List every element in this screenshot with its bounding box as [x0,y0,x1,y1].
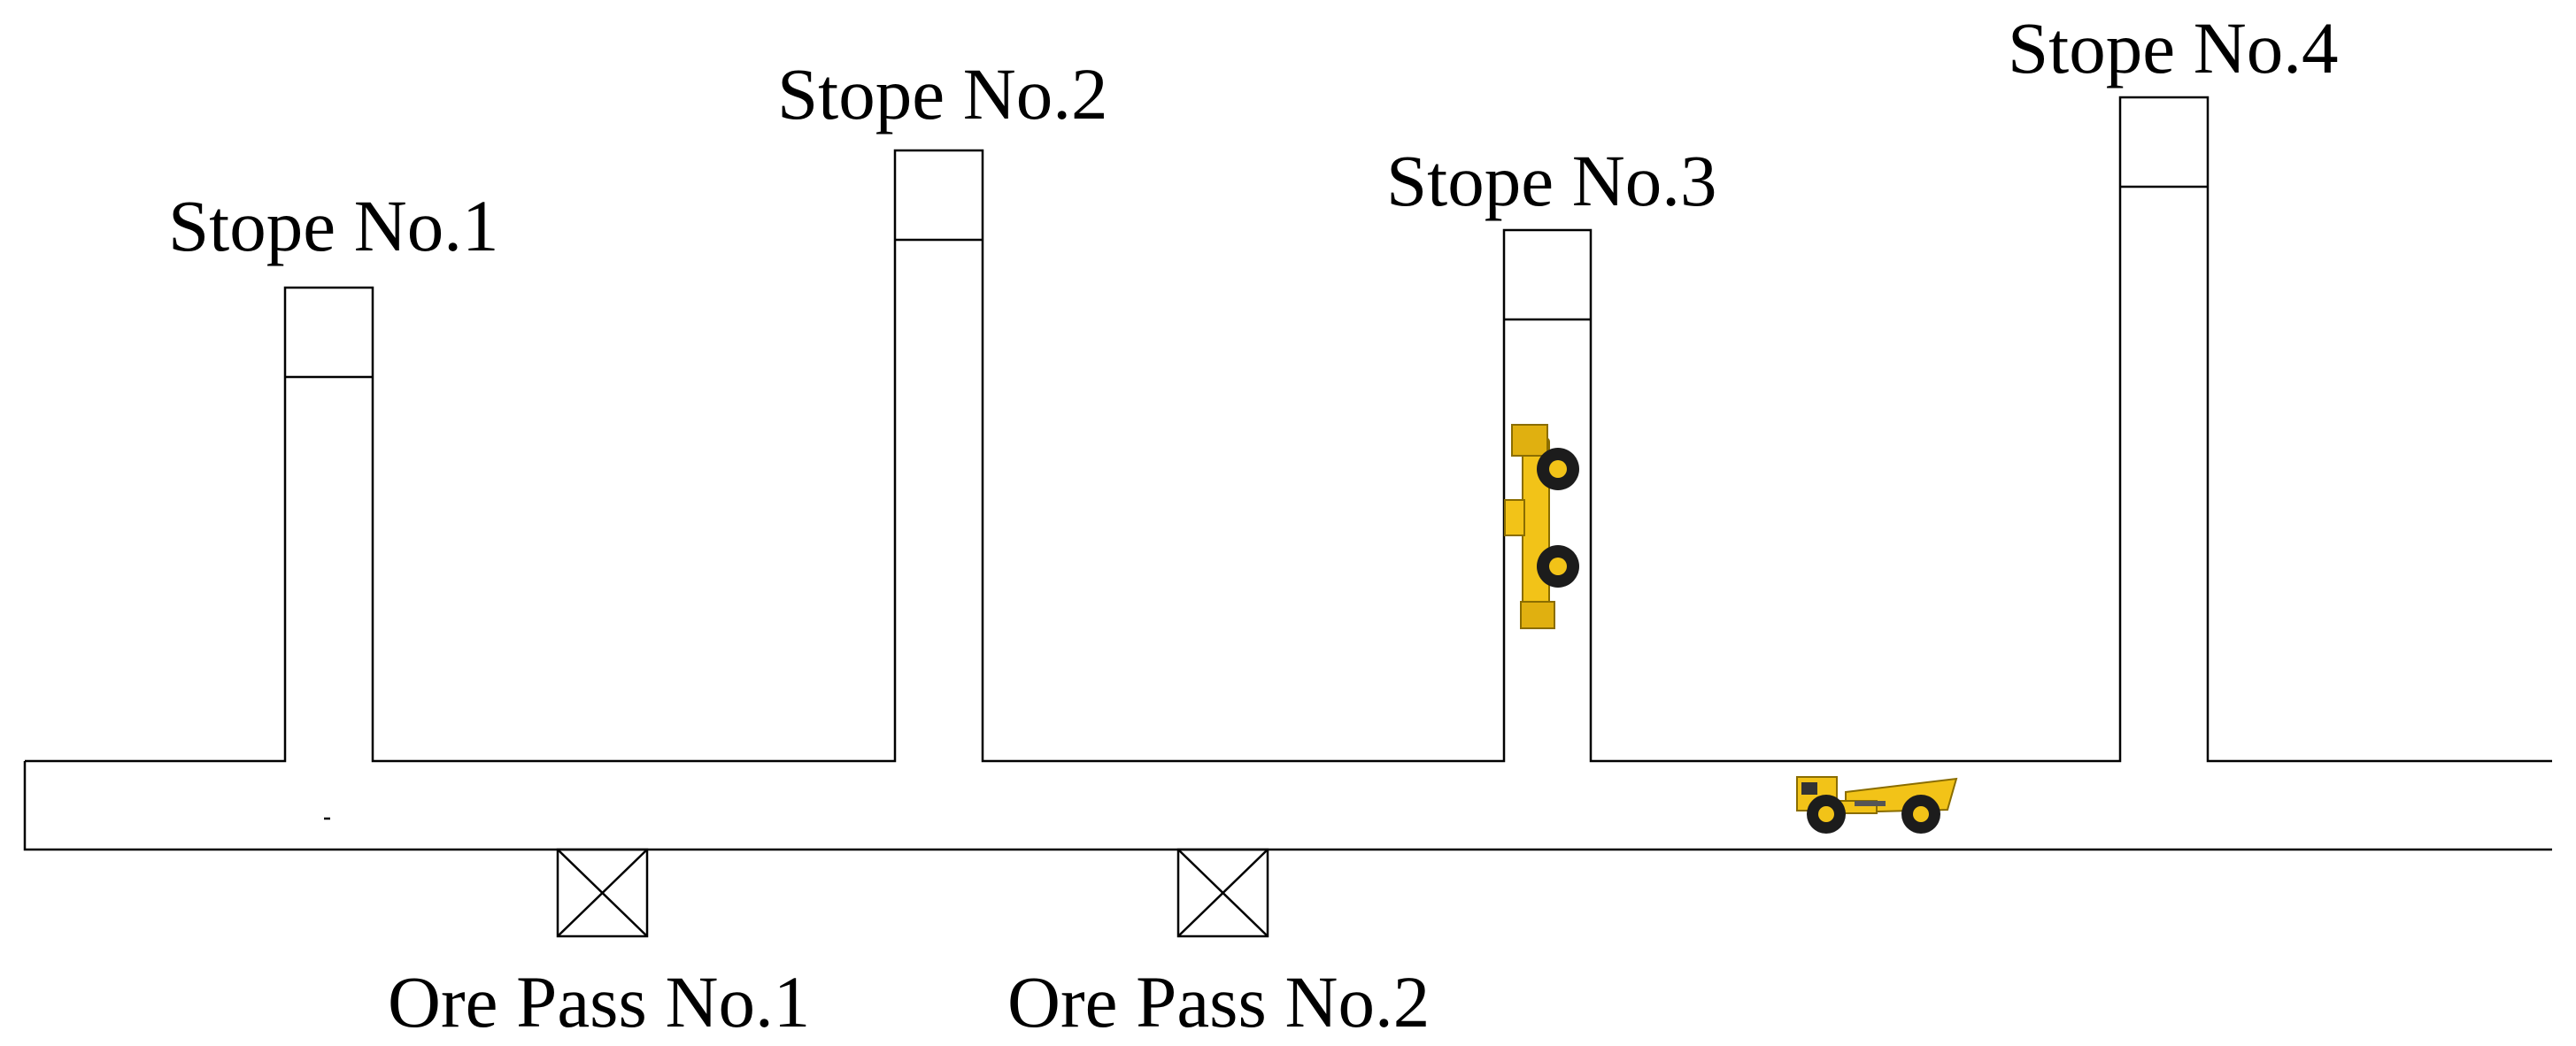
stope-4-label: Stope No.4 [2008,7,2339,88]
ore-pass-1 [556,848,649,938]
loader-icon [1504,424,1579,629]
main-drift-outline [23,96,2552,851]
ore-pass-2-label: Ore Pass No.2 [1007,961,1430,1042]
stope-2-label: Stope No.2 [777,53,1108,135]
haul-truck-icon [1796,776,1958,834]
ore-pass-2 [1176,848,1269,938]
stope-3-label: Stope No.3 [1386,140,1717,221]
stope-1-label: Stope No.1 [168,185,499,266]
ore-pass-1-label: Ore Pass No.1 [388,961,810,1042]
